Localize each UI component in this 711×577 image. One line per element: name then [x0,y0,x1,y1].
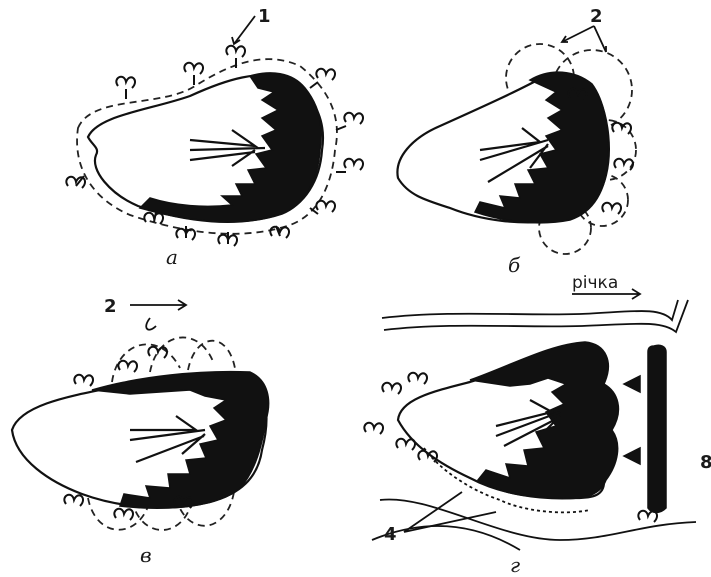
panel-g-firebreak [648,345,666,512]
panel-v: 2 в [12,296,269,567]
panel-v-caption: в [140,543,152,567]
panel-g-caption: г [510,553,520,577]
panel-b: 2 б [397,6,636,277]
panel-v-marker-label: 2 [104,296,117,317]
panel-g-river [382,300,678,320]
panel-g-river-bank [384,300,688,332]
panel-b-caption: б [508,253,521,277]
panel-g-river-label: річка [572,273,618,293]
edge-mark: 8 [700,452,711,473]
panel-b-marker-arrows [562,26,606,52]
panel-a: 1 а [66,6,363,269]
panel-g-backfire-arrows [624,376,640,464]
panel-v-marker-hook [146,318,156,330]
panel-a-caption: а [166,245,178,269]
panel-a-marker-label: 1 [258,6,271,27]
panel-g-marker-label: 4 [384,524,397,545]
panel-b-marker-label: 2 [590,6,603,27]
panel-v-wind-arrow [130,300,186,310]
panel-g: річка 4 г [364,273,696,577]
panel-a-marker-leader [232,16,255,44]
